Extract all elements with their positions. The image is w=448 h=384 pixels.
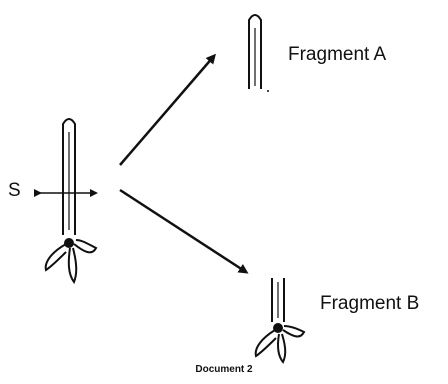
intact-right-tentacle: [73, 239, 98, 254]
intact-left-tentacle: [44, 243, 67, 272]
arrow-to-fragment-a: [119, 53, 216, 166]
fragment-b-left-tentacle: [254, 329, 277, 358]
fragment-b-label: Fragment B: [320, 293, 420, 314]
fragment-a-shape: [248, 14, 269, 92]
fragment-b-right-tentacle: [282, 325, 306, 338]
fragment-b-middle-tentacle: [277, 333, 287, 364]
split-marker-label: S: [8, 180, 21, 201]
fragment-b-shape: [254, 278, 306, 364]
intact-mouth-dot: [64, 238, 74, 248]
intact-organism: [44, 118, 98, 285]
intact-body-tube: [62, 118, 76, 235]
document-caption: Document 2: [195, 364, 253, 375]
fragment-a-label: Fragment A: [288, 44, 387, 65]
fragment-b-tube: [271, 278, 285, 322]
intact-middle-tentacle: [67, 247, 78, 285]
fragment-a-tube: [248, 14, 262, 89]
fragment-a-speck: [267, 90, 269, 92]
fragment-b-mouth-dot: [273, 323, 283, 333]
arrow-to-fragment-b: [119, 188, 249, 274]
